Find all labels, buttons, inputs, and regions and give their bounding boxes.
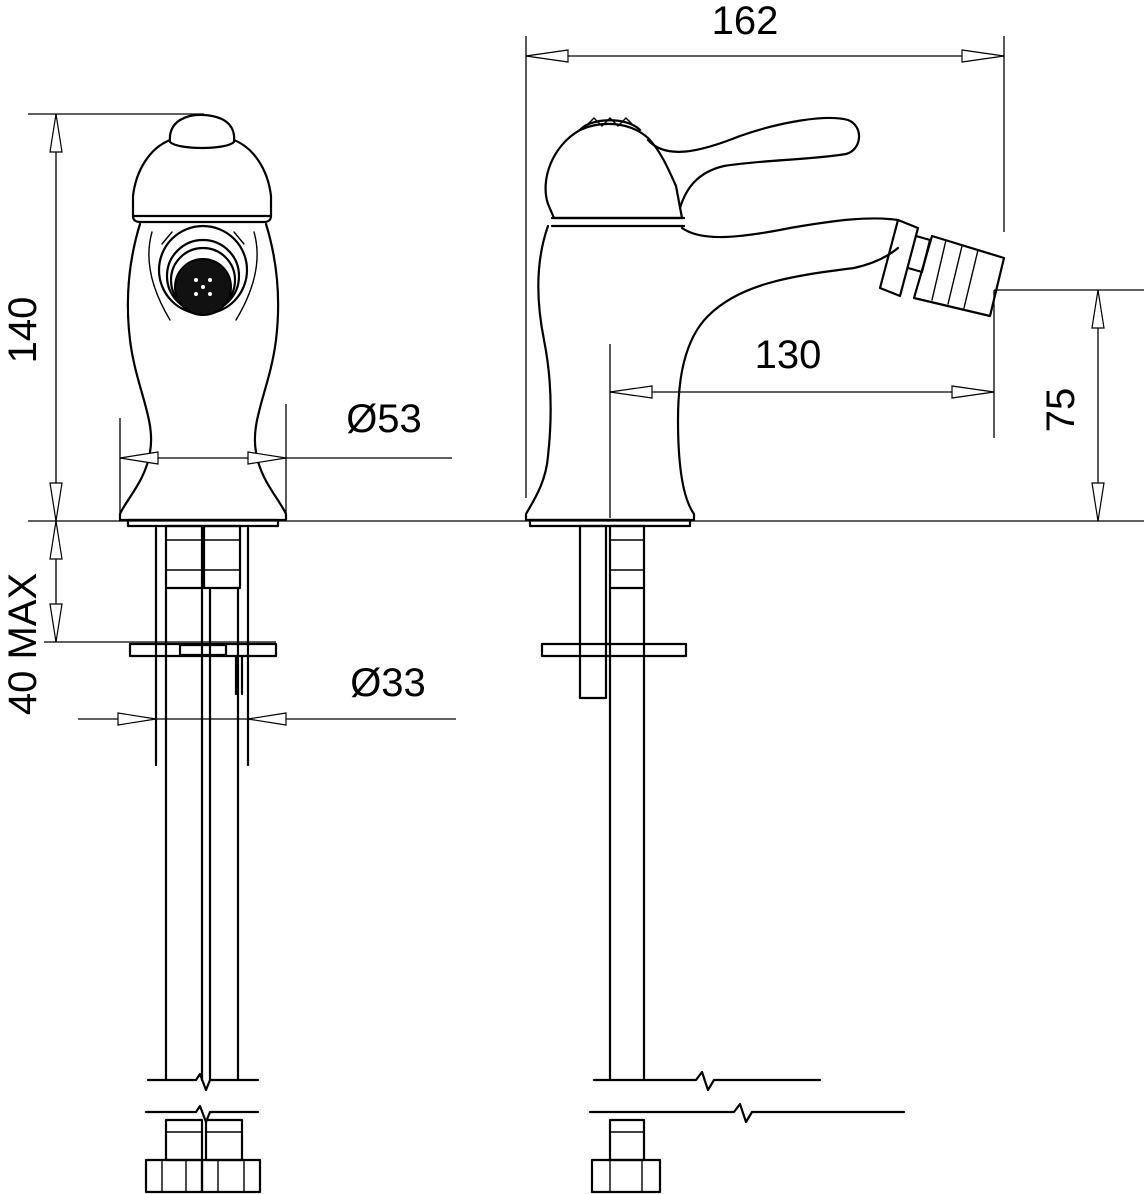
front-cap-body [131, 138, 273, 224]
label-outlet-height: 75 [1039, 388, 1083, 433]
label-shank-diameter: Ø33 [350, 661, 426, 705]
side-hex-nut [590, 1158, 662, 1194]
front-hex-nut-left [144, 1158, 204, 1194]
side-fixing-plate [540, 642, 688, 658]
label-overall-length: 162 [712, 0, 779, 43]
side-nozzle-head [912, 234, 1006, 318]
side-spout-top [680, 217, 900, 239]
front-hex-nut-right [200, 1158, 262, 1194]
dimension-labels: 162 130 140 75 Ø53 Ø33 40 MAX [1, 0, 1083, 715]
side-cap [544, 122, 684, 220]
dimension-lines [28, 36, 1144, 726]
label-spout-reach: 130 [755, 333, 822, 377]
front-view [118, 113, 288, 1194]
front-lever-knob [168, 113, 236, 150]
side-body-outline [524, 224, 900, 522]
front-fixing-plate [128, 642, 278, 658]
label-max-deck-thickness: 40 MAX [1, 573, 45, 715]
side-view [524, 116, 1006, 1194]
side-lever-arm [646, 116, 861, 210]
label-total-height: 140 [1, 297, 45, 364]
label-base-diameter: Ø53 [346, 397, 422, 441]
side-nozzle-collar [878, 218, 920, 298]
